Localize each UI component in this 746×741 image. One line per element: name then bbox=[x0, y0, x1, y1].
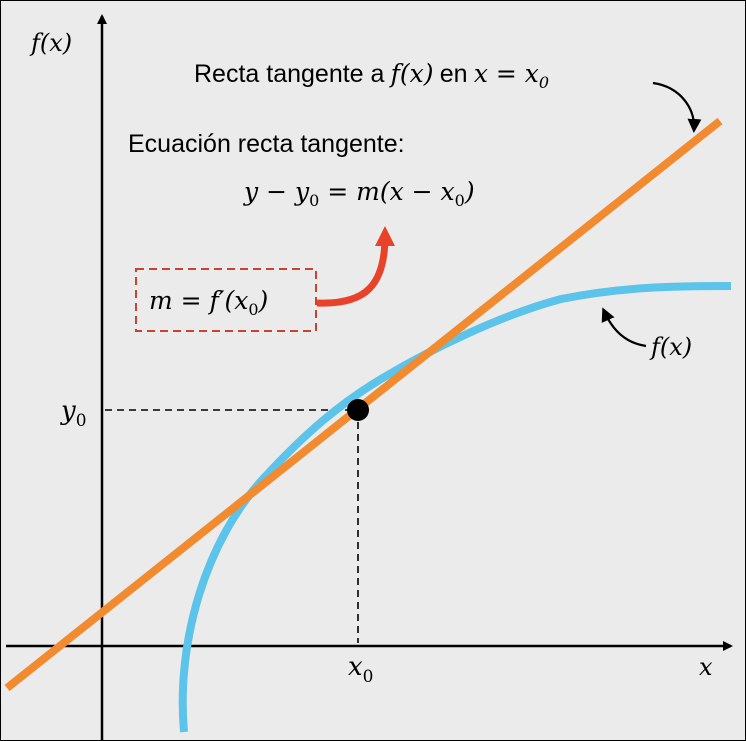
slope-formula-close: ) bbox=[258, 286, 269, 315]
x0-sub: 0 bbox=[363, 667, 374, 687]
x-axis-label: x bbox=[699, 653, 713, 681]
function-curve bbox=[178, 282, 732, 733]
curve-label: f(x) bbox=[649, 333, 692, 361]
tangent-caption-eq: x = x bbox=[474, 59, 539, 88]
tangency-point bbox=[347, 399, 369, 421]
tangent-caption-en: en bbox=[440, 60, 468, 88]
tangent-caption-fx: f(x) bbox=[389, 59, 434, 88]
y0-label: y0 bbox=[60, 396, 87, 431]
equation: y − y0 = m(x − x0) bbox=[243, 177, 475, 210]
y-axis-label: f(x) bbox=[29, 29, 72, 57]
x0-label: x0 bbox=[348, 652, 374, 687]
slope-formula-lhs: m = f′(x bbox=[149, 286, 248, 315]
equation-close: ) bbox=[464, 177, 475, 206]
equation-lhs: y − y bbox=[243, 177, 310, 206]
tangent-label-arrow bbox=[652, 81, 702, 133]
equation-sub2: 0 bbox=[455, 191, 465, 210]
tangent-caption: Recta tangente a f(x) en x = x0 bbox=[194, 59, 549, 92]
slope-formula: m = f′(x0) bbox=[149, 286, 268, 319]
equation-sub1: 0 bbox=[309, 191, 319, 210]
x0-base: x bbox=[348, 652, 363, 682]
equation-mid: = m(x − x bbox=[319, 177, 454, 206]
y0-base: y bbox=[60, 396, 76, 426]
curve-label-arrow bbox=[601, 307, 647, 348]
tangent-caption-sub: 0 bbox=[539, 73, 549, 92]
slope-formula-sub: 0 bbox=[248, 300, 258, 319]
y0-sub: 0 bbox=[76, 411, 87, 431]
slope-box bbox=[135, 268, 317, 332]
slope-arrow bbox=[316, 226, 395, 307]
equation-title: Ecuación recta tangente: bbox=[128, 130, 405, 158]
tangent-caption-text: Recta tangente a bbox=[194, 60, 385, 88]
